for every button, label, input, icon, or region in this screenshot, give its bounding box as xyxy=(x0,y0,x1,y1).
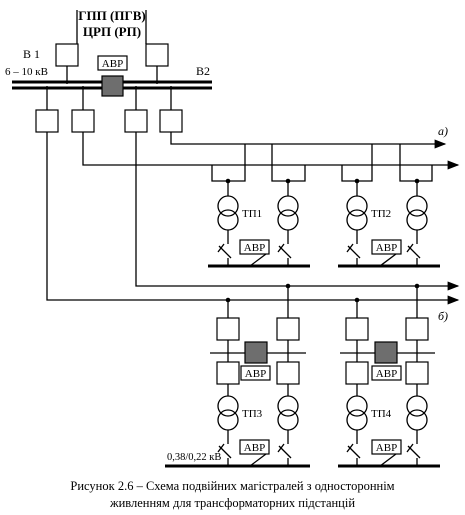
lv-breaker-tp1-b xyxy=(277,243,292,259)
avr-label-box-top xyxy=(97,55,128,71)
caption-line-1: Рисунок 2.6 – Схема подвійних магістрале… xyxy=(70,479,395,493)
source-breaker-left xyxy=(55,43,79,67)
lv-breaker-tp3-b xyxy=(277,443,292,459)
avr-box-tp3-lv xyxy=(239,439,270,455)
label-variant-a: а) xyxy=(438,124,448,138)
lv-breaker-tp2-a xyxy=(346,243,361,259)
label-voltage-lv: 0,38/0,22 кВ xyxy=(167,452,221,463)
label-tp1: ТП1 xyxy=(242,208,262,220)
transformer-tp1-a xyxy=(217,195,239,231)
transformer-tp2-a xyxy=(346,195,368,231)
hv-breaker2-tp4-b xyxy=(405,361,429,385)
trunk-a-line-2 xyxy=(82,132,460,170)
avr-box-tp3-hv xyxy=(240,365,271,381)
label-b1: В 1 xyxy=(23,47,40,61)
hv-breaker-tp4-a xyxy=(345,317,369,341)
sectional-breaker-tp3 xyxy=(244,341,268,364)
avr-label-tp3-hv: АВР xyxy=(245,368,266,380)
avr-box-tp4-lv xyxy=(371,439,402,455)
feeder-breaker-1 xyxy=(35,109,59,133)
avr-label-tp3-lv: АВР xyxy=(244,442,265,454)
source-breaker-right xyxy=(145,43,169,67)
hv-breaker2-tp4-a xyxy=(345,361,369,385)
sectional-breaker-tp4 xyxy=(374,341,398,364)
avr-label-tp4-hv: АВР xyxy=(376,368,397,380)
trunk-a-line-1 xyxy=(170,132,447,149)
avr-label-tp1: АВР xyxy=(244,242,265,254)
header-crp: ЦРП (РП) xyxy=(83,24,141,39)
transformer-tp1-b xyxy=(277,195,299,231)
lv-breaker-tp2-b xyxy=(406,243,421,259)
avr-label-tp4-lv: АВР xyxy=(376,442,397,454)
label-tp2: ТП2 xyxy=(371,208,391,220)
label-variant-b: б) xyxy=(438,309,448,323)
transformer-tp2-b xyxy=(406,195,428,231)
lv-breaker-tp4-b xyxy=(406,443,421,459)
double-trunk-scheme: ГПП (ПГВ) ЦРП (РП) В 1 6 – 10 кВ В2 АВР … xyxy=(5,8,460,468)
header-gpp: ГПП (ПГВ) xyxy=(78,8,145,23)
lv-breaker-tp1-a xyxy=(217,243,232,259)
avr-box-tp2 xyxy=(371,239,402,255)
sectional-breaker-avr xyxy=(101,75,124,97)
label-voltage-hv: 6 – 10 кВ xyxy=(5,66,48,78)
hv-breaker-tp4-b xyxy=(405,317,429,341)
caption-line-2: живленням для трансформаторних підстанці… xyxy=(109,496,356,510)
avr-box-tp4-hv xyxy=(371,365,402,381)
label-tp4: ТП4 xyxy=(371,408,392,420)
feeder-breaker-4 xyxy=(159,109,183,133)
label-tp3: ТП3 xyxy=(242,408,263,420)
avr-box-tp1 xyxy=(239,239,270,255)
trunk-b-line-1 xyxy=(135,132,460,291)
figure-caption: Рисунок 2.6 – Схема подвійних магістрале… xyxy=(0,478,465,512)
label-b2: В2 xyxy=(196,64,210,78)
transformer-tp4-b xyxy=(406,395,428,431)
hv-breaker2-tp3-b xyxy=(276,361,300,385)
hv-breaker-tp3-a xyxy=(216,317,240,341)
feeder-breaker-2 xyxy=(71,109,95,133)
avr-label-tp2: АВР xyxy=(376,242,397,254)
lv-breaker-tp4-a xyxy=(346,443,361,459)
feeder-breaker-3 xyxy=(124,109,148,133)
avr-label-top: АВР xyxy=(102,58,123,70)
transformer-tp4-a xyxy=(346,395,368,431)
transformer-tp3-a xyxy=(217,395,239,431)
hv-breaker-tp3-b xyxy=(276,317,300,341)
hv-breaker2-tp3-a xyxy=(216,361,240,385)
transformer-tp3-b xyxy=(277,395,299,431)
trunk-b-line-2 xyxy=(46,132,460,305)
